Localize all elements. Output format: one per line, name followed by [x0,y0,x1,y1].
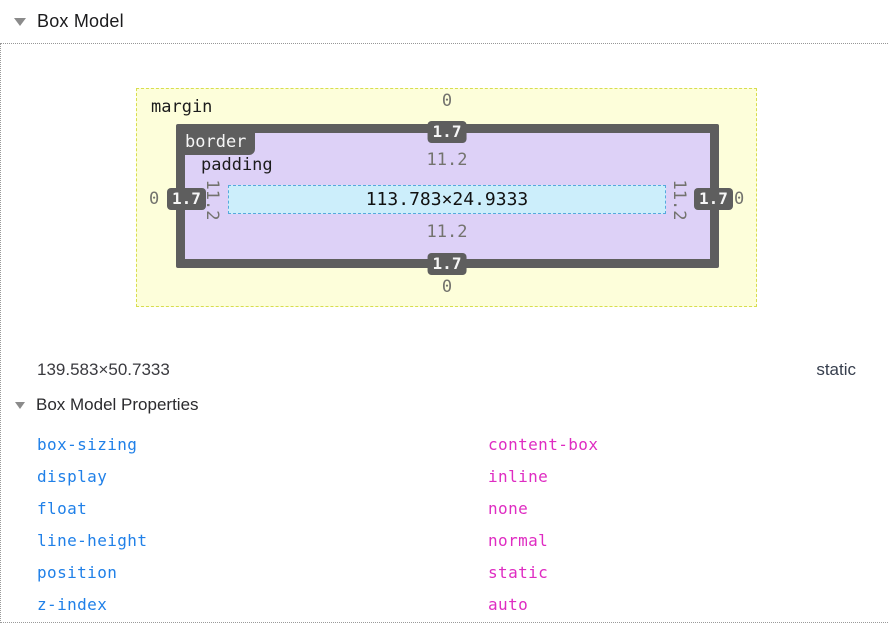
border-bottom-value[interactable]: 1.7 [427,253,467,275]
property-name: box-sizing [37,434,138,454]
padding-bottom-value[interactable]: 11.2 [426,222,468,242]
padding-left-value[interactable]: 11.2 [202,179,222,221]
property-row: display inline [1,460,888,492]
padding-label: padding [201,155,273,175]
property-name: float [37,498,88,518]
margin-right-value[interactable]: 0 [734,189,745,209]
border-right-value[interactable]: 1.7 [694,188,733,210]
property-name: display [37,466,108,486]
border-top-value[interactable]: 1.7 [427,121,467,143]
margin-top-value[interactable]: 0 [441,91,453,111]
property-row: position static [1,556,888,588]
property-value: auto [488,594,529,614]
property-value: content-box [488,434,599,454]
property-value: static [488,562,549,582]
margin-bottom-value[interactable]: 0 [441,277,453,297]
box-model-properties-header[interactable]: Box Model Properties [1,395,199,415]
margin-label: margin [151,97,213,117]
element-summary: 139.583×50.7333 static [37,360,856,380]
box-model-diagram: 113.783×24.9333 margin border padding 0 … [136,88,757,307]
collapse-arrow-icon[interactable] [14,17,26,26]
box-model-header[interactable]: Box Model [0,0,888,44]
properties-title: Box Model Properties [36,395,199,414]
content-region[interactable]: 113.783×24.9333 [228,185,666,214]
content-size[interactable]: 113.783×24.9333 [365,189,529,210]
element-dimensions: 139.583×50.7333 [37,360,170,379]
property-row: line-height normal [1,524,888,556]
property-row: box-sizing content-box [1,428,888,460]
element-position: static [816,360,856,379]
property-value: normal [488,530,549,550]
property-row: float none [1,492,888,524]
box-model-panel: 113.783×24.9333 margin border padding 0 … [0,44,888,623]
margin-left-value[interactable]: 0 [149,189,160,209]
property-name: position [37,562,118,582]
property-name: z-index [37,594,108,614]
border-label: border [176,132,256,155]
panel-title: Box Model [37,11,124,31]
property-value: none [488,498,529,518]
property-name: line-height [37,530,148,550]
padding-right-value[interactable]: 11.2 [669,179,689,221]
properties-list: box-sizing content-box display inline fl… [1,428,888,620]
property-row: z-index auto [1,588,888,620]
padding-top-value[interactable]: 11.2 [426,150,468,170]
border-left-value[interactable]: 1.7 [167,188,206,210]
property-value: inline [488,466,549,486]
section-collapse-arrow-icon[interactable] [15,401,25,409]
